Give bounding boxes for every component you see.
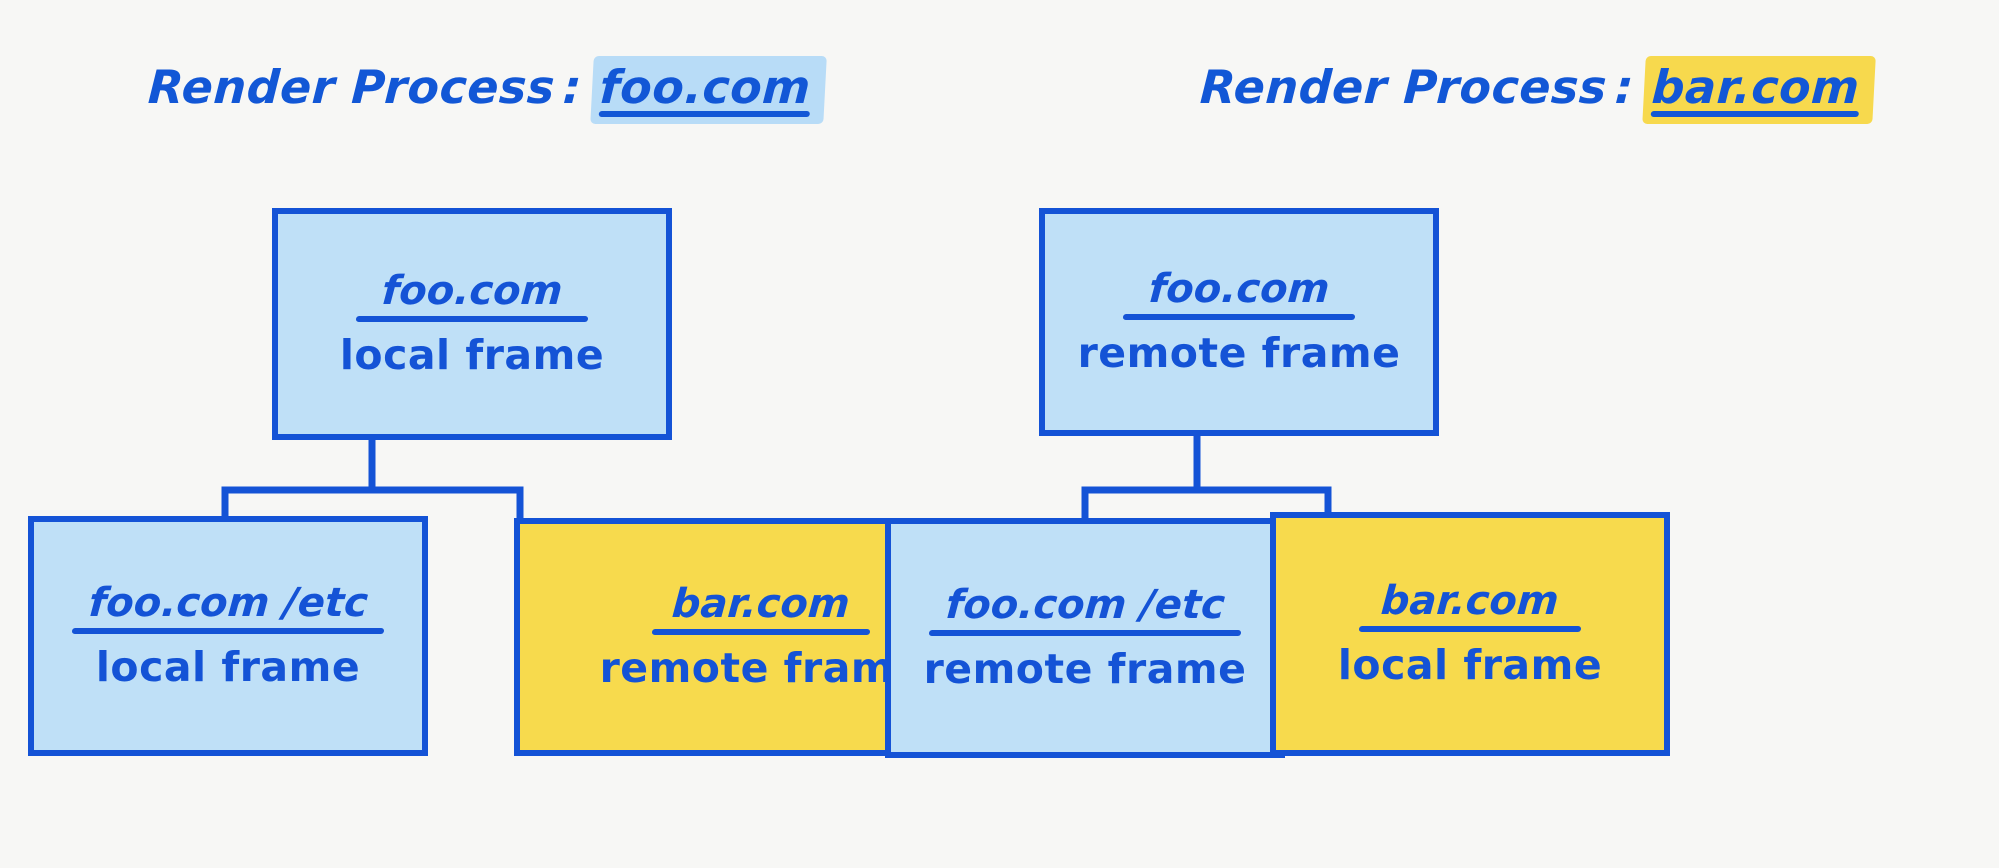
frame-node-child-1[interactable]: foo.com /etc remote frame bbox=[885, 518, 1285, 758]
frame-origin-underline bbox=[1122, 314, 1356, 321]
frame-node-root[interactable]: foo.com local frame bbox=[272, 208, 672, 440]
panel-title-separator: : bbox=[1613, 60, 1636, 114]
panel-title-separator: : bbox=[561, 60, 584, 114]
frame-origin-underline bbox=[928, 630, 1242, 637]
panel-title-label: Render Process bbox=[146, 60, 557, 114]
frame-origin-underline bbox=[651, 629, 871, 636]
frame-origin: bar.com bbox=[1379, 578, 1561, 625]
frame-node-child-1[interactable]: foo.com /etc local frame bbox=[28, 516, 428, 756]
frame-kind: local frame bbox=[95, 643, 361, 692]
panel-title-origin-text: bar.com bbox=[1650, 60, 1862, 114]
panel-title-label: Render Process bbox=[1198, 60, 1609, 114]
frame-node-root[interactable]: foo.com remote frame bbox=[1039, 208, 1439, 436]
frame-origin: foo.com /etc bbox=[943, 582, 1227, 629]
frame-origin-underline bbox=[355, 316, 589, 323]
panel-title-origin-highlight: bar.com bbox=[1642, 60, 1869, 120]
frame-kind: remote frame bbox=[599, 644, 923, 693]
frame-origin: bar.com bbox=[670, 581, 852, 628]
render-process-panel-foo: Render Process: foo.com foo.com local fra… bbox=[0, 0, 1040, 868]
frame-node-child-2[interactable]: bar.com local frame bbox=[1270, 512, 1670, 756]
frame-origin: foo.com /etc bbox=[86, 580, 370, 627]
panel-title-foo: Render Process: foo.com bbox=[146, 60, 820, 120]
frame-kind: local frame bbox=[1337, 641, 1603, 690]
panel-title-origin-highlight: foo.com bbox=[590, 60, 820, 120]
panel-title-origin-text: foo.com bbox=[598, 60, 813, 114]
frame-kind: remote frame bbox=[923, 645, 1247, 694]
frame-kind: local frame bbox=[339, 331, 605, 380]
frame-origin-underline bbox=[1358, 626, 1582, 633]
panel-title-bar: Render Process: bar.com bbox=[1198, 60, 1869, 120]
frame-origin-underline bbox=[71, 628, 385, 635]
render-process-panel-bar: Render Process: bar.com foo.com remote fr… bbox=[885, 0, 1999, 868]
frame-kind: remote frame bbox=[1077, 329, 1401, 378]
frame-origin: foo.com bbox=[380, 268, 564, 315]
frame-origin: foo.com bbox=[1147, 266, 1331, 313]
